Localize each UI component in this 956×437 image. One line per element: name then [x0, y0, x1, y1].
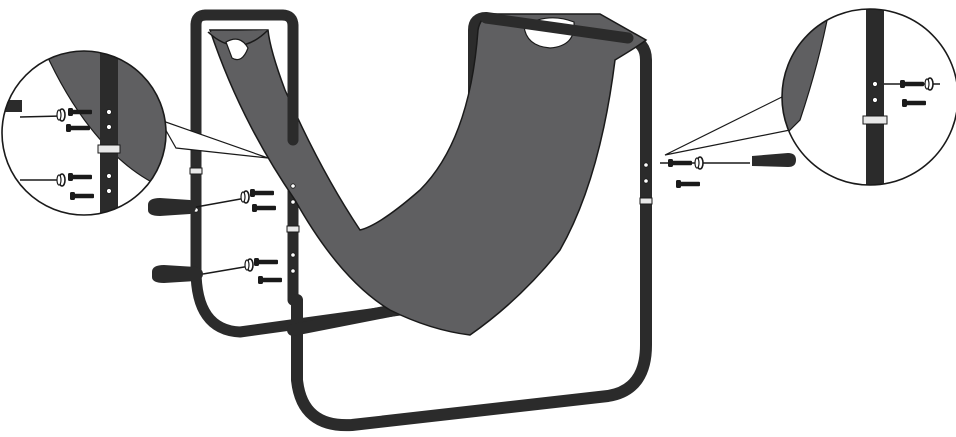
bolt-icon — [250, 189, 274, 197]
sling-seat — [208, 14, 646, 335]
magnifier-callout-icon — [665, 92, 800, 155]
callout-right — [665, 5, 956, 195]
screwdriver-lower — [152, 258, 282, 284]
screwdriver-upper — [148, 189, 276, 216]
screwdriver-icon — [148, 198, 196, 216]
screwdriver-right — [660, 153, 796, 188]
screwdriver-icon — [152, 265, 203, 283]
screwdriver-icon — [752, 153, 796, 167]
